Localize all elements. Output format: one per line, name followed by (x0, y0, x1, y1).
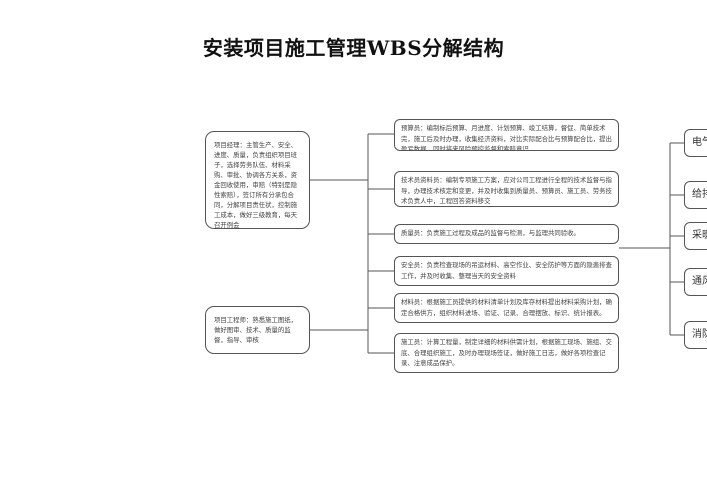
far-right-box-ventilation: 通风 (684, 268, 707, 296)
quality-officer-box: 质量员：负责施工过程及成品的监督与检测，与监理共同验收。 (394, 224, 619, 244)
materials-officer-box: 材料员：根据施工员提供的材料清单计划及库存材料提出材料采购计划，确定合格供方，组… (394, 293, 619, 323)
far-right-box-plumbing: 给排 (684, 181, 707, 209)
project-engineer-box: 项目工程师：熟悉施工图纸，做好图审、技术、质量的监督，指导、审核 (205, 306, 310, 354)
budget-officer-box: 预算员：编制标后预算、月进度、计划预算、竣工结算，督促、简单技术完，施工后及时办… (394, 119, 619, 151)
technician-box: 技术员资料员：编制专项施工方案，应对公司工程进行全程的技术监督与指导，办理技术核… (394, 171, 619, 207)
far-right-box-electrical: 电气 (684, 129, 707, 157)
safety-officer-box: 安全员：负责检查现场的吊运材料、高空作业、安全防护等方面的隐患排查工作，并及时收… (394, 256, 619, 286)
project-manager-box: 项目经理：主管生产、安全、进度、质量，负责组织项目班子，选择劳务队伍、材料采购、… (205, 131, 310, 229)
page-title: 安装项目施工管理WBS分解结构 (202, 36, 505, 60)
far-right-box-fire: 消防 (684, 321, 707, 349)
construction-officer-box: 施工员：计算工程量，制定详细的材料供需计划，根据施工现场、施组、交底、合理组织施… (394, 333, 619, 373)
far-right-box-heating: 采暖 (684, 222, 707, 250)
